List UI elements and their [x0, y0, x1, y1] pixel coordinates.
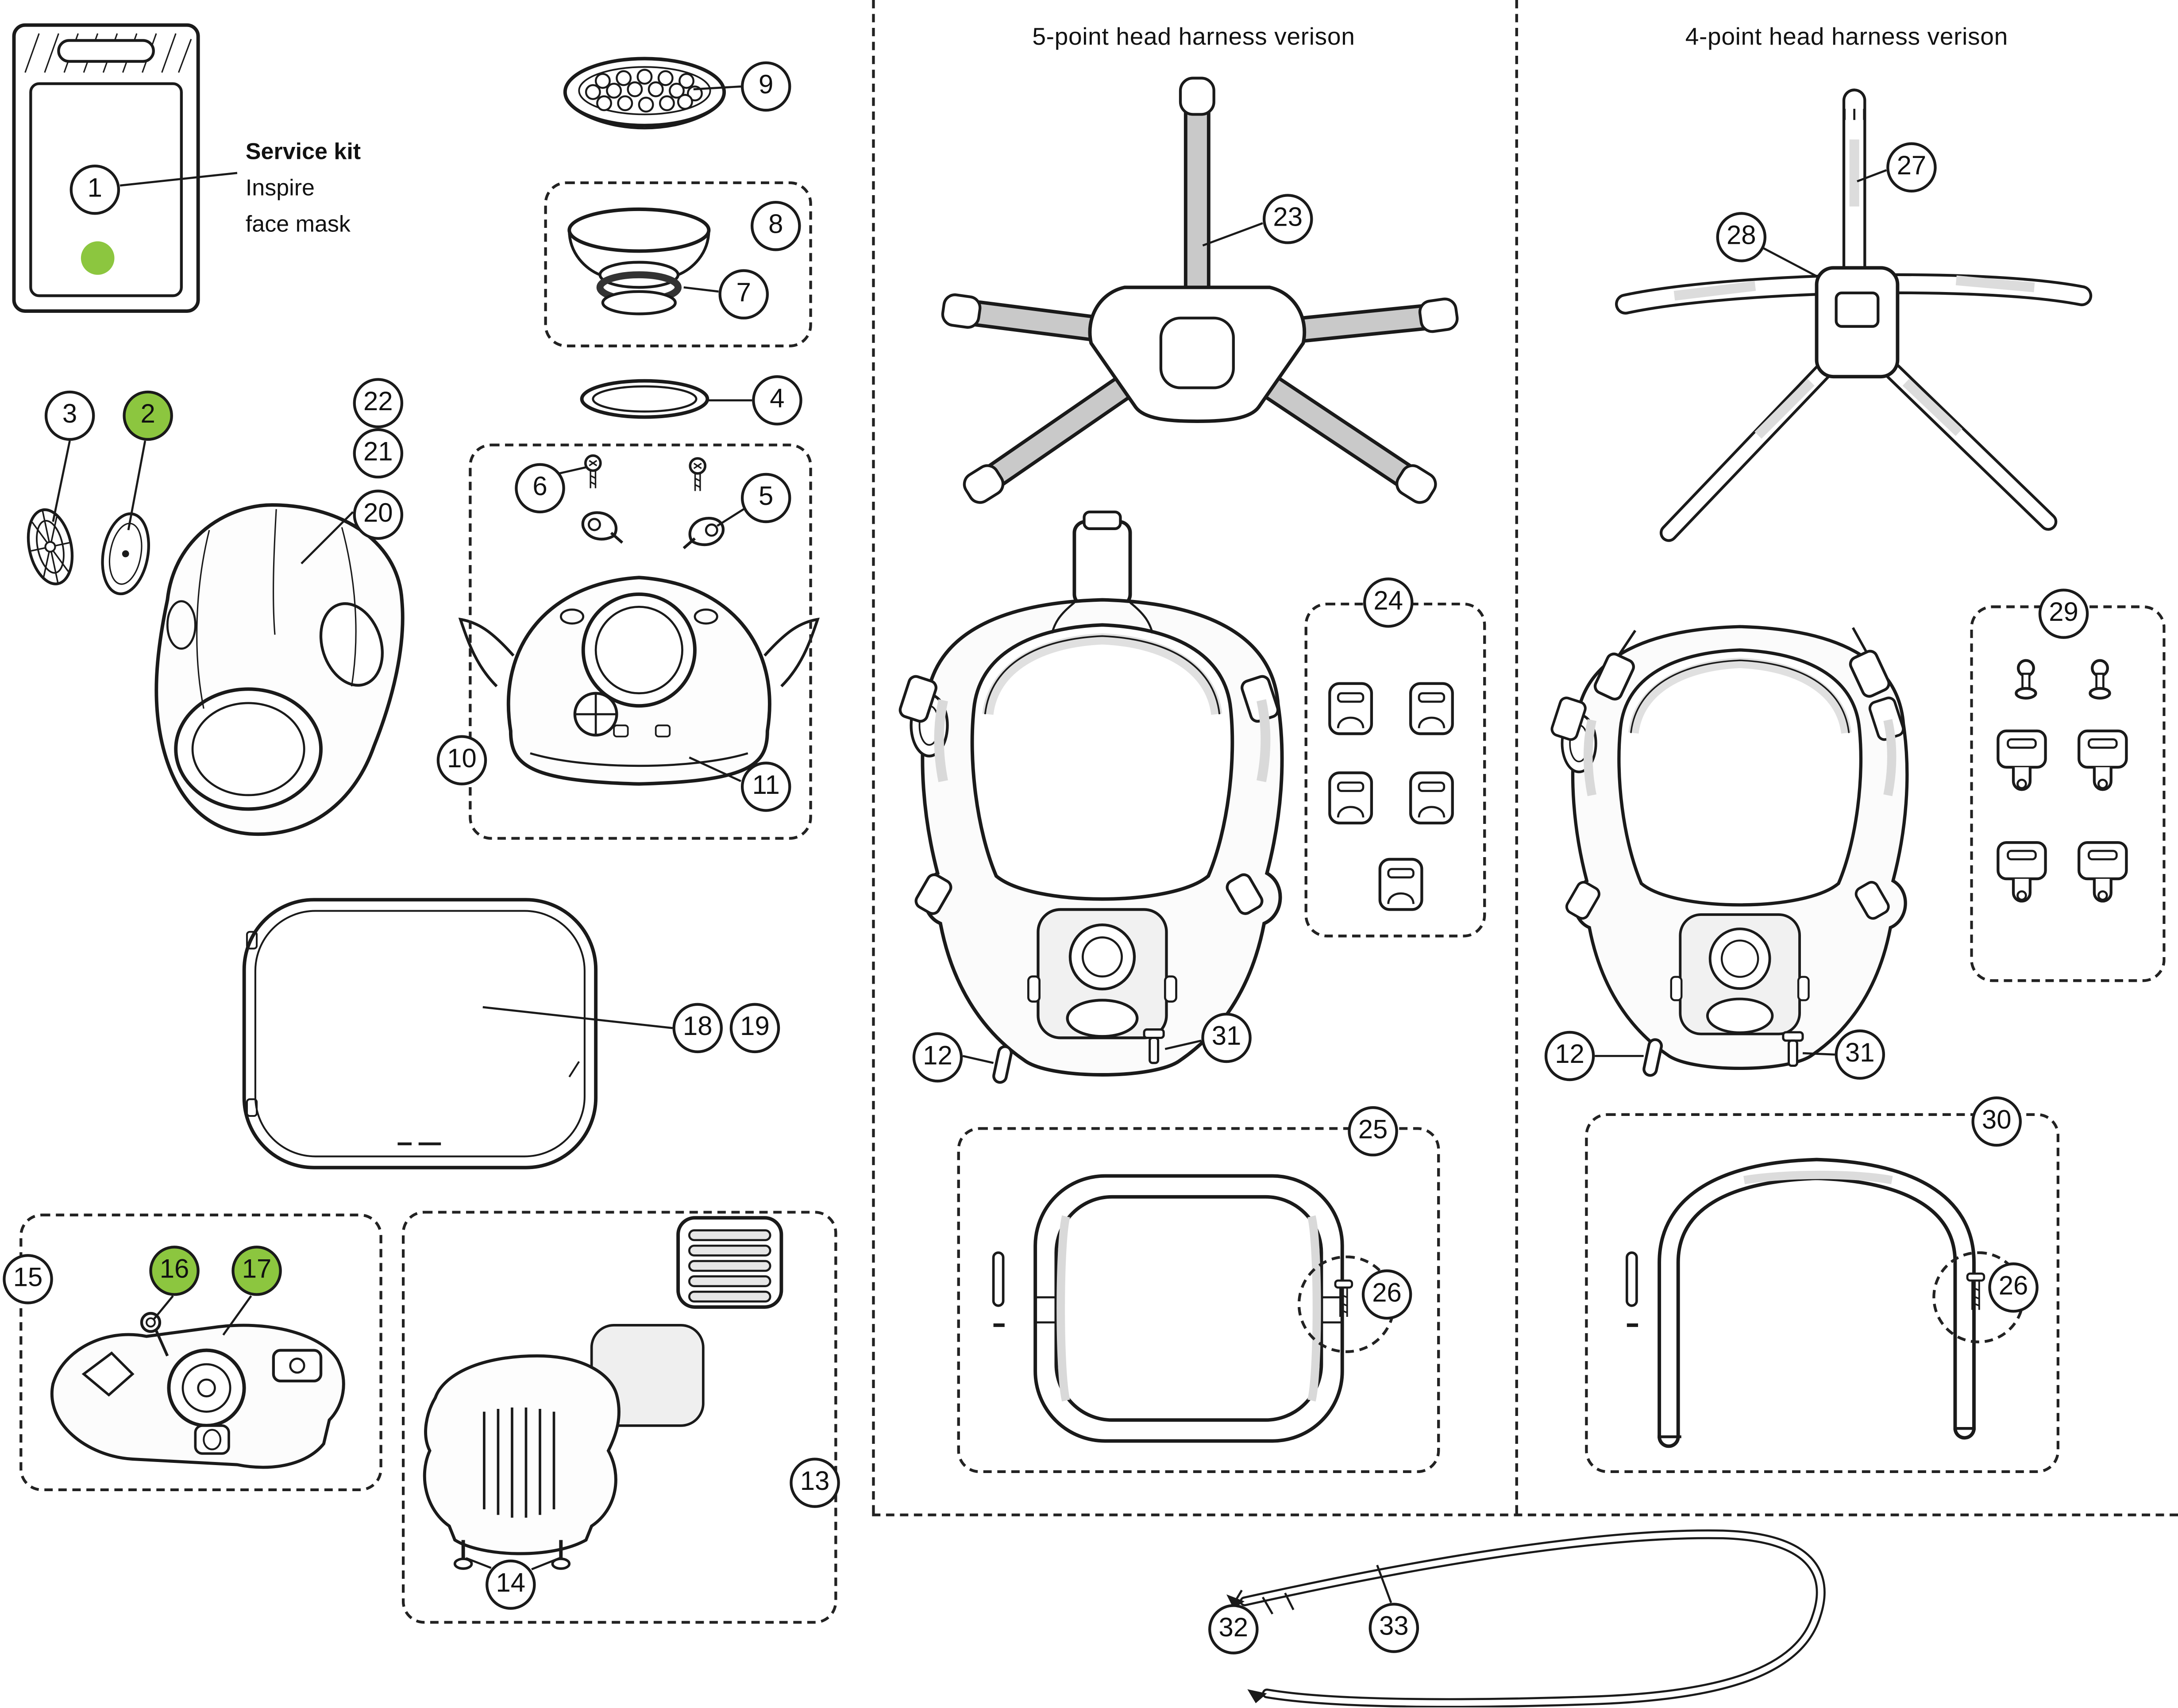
callout-8: 8: [751, 200, 801, 251]
four-point-section-title: 4-point head harness verison: [1685, 22, 2008, 50]
callout-10: 10: [436, 735, 487, 785]
inner-mask-frame-illustration: [458, 576, 820, 786]
callout-21: 21: [353, 428, 404, 479]
callout-28: 28: [1716, 212, 1767, 262]
visor-illustration: [242, 898, 598, 1169]
valve-cover-illustration: [567, 207, 711, 315]
half-mask-illustration: [154, 503, 405, 836]
group-box-15-16-17: [19, 1213, 382, 1492]
callout-20: 20: [353, 489, 404, 540]
separator-left: [872, 0, 875, 1514]
callout-17: 17: [231, 1246, 282, 1296]
service-kit-line1: Inspire: [245, 176, 315, 201]
callout-26-b: 26: [1988, 1262, 2039, 1313]
callout-22: 22: [353, 378, 404, 428]
callout-13: 13: [790, 1458, 840, 1508]
callout-4: 4: [752, 375, 802, 426]
gasket-illustration: [580, 379, 709, 419]
callout-2: 2: [123, 390, 173, 441]
group-box-25: [957, 1127, 1440, 1473]
screw-31-4pt: [1782, 1031, 1804, 1067]
pin-12-5pt: [992, 1045, 1013, 1084]
group-box-13-14: [401, 1211, 837, 1624]
leader-lines: [52, 85, 1887, 1605]
callout-18: 18: [672, 1003, 723, 1054]
callout-32: 32: [1208, 1604, 1259, 1654]
callout-7: 7: [718, 269, 769, 319]
full-mask-4pt-illustration: [1550, 627, 1907, 1068]
membrane-disc-illustration: [101, 512, 150, 596]
callout-9: 9: [740, 61, 791, 112]
valve-housing-illustration: [50, 1312, 345, 1469]
group-box-30: [1585, 1113, 2060, 1473]
service-kit-line2: face mask: [245, 212, 351, 238]
five-point-harness-illustration: [941, 77, 1459, 504]
callout-12: 12: [912, 1032, 963, 1083]
seal-frame-4pt-illustration: [1625, 1158, 1976, 1448]
callout-14: 14: [486, 1559, 536, 1610]
callout-30: 30: [1971, 1096, 2022, 1147]
neck-strap-illustration: [1226, 1529, 1826, 1708]
callout-1: 1: [69, 164, 120, 215]
service-kit-label: Service kit Inspire face mask: [246, 134, 361, 243]
callout-6: 6: [515, 463, 565, 514]
group-box-7-8: [544, 181, 812, 347]
callout-12-b: 12: [1544, 1031, 1595, 1081]
valve-disc-illustration: [27, 508, 74, 585]
four-point-harness-illustration: [1615, 88, 2093, 542]
callout-15: 15: [3, 1254, 53, 1304]
screw-31-5pt: [1143, 1028, 1165, 1064]
callout-33: 33: [1368, 1603, 1419, 1653]
callout-11: 11: [740, 762, 791, 812]
green-dot: [81, 241, 115, 275]
speech-diaphragm-illustration: [563, 57, 726, 130]
group-box-10-11: [469, 443, 812, 840]
callout-16: 16: [149, 1246, 200, 1296]
separator-middle: [1515, 0, 1518, 1514]
callout-23: 23: [1263, 194, 1313, 244]
callout-24: 24: [1363, 577, 1414, 628]
callout-3: 3: [44, 390, 95, 441]
separator-bottom: [872, 1513, 2178, 1516]
callout-27: 27: [1886, 142, 1937, 193]
callout-26: 26: [1361, 1269, 1412, 1320]
callout-19: 19: [729, 1003, 780, 1054]
callout-25: 25: [1348, 1106, 1398, 1157]
callout-5: 5: [740, 473, 791, 523]
five-point-section-title: 5-point head harness verison: [1032, 22, 1355, 50]
filter-cover-illustration: [423, 1216, 783, 1570]
callout-31: 31: [1201, 1012, 1252, 1063]
callout-29: 29: [2038, 589, 2089, 639]
full-mask-5pt-illustration: [898, 510, 1282, 1075]
service-kit-heading: Service kit: [245, 139, 361, 165]
callout-31-b: 31: [1835, 1029, 1885, 1080]
pin-12-4pt: [1642, 1038, 1663, 1077]
